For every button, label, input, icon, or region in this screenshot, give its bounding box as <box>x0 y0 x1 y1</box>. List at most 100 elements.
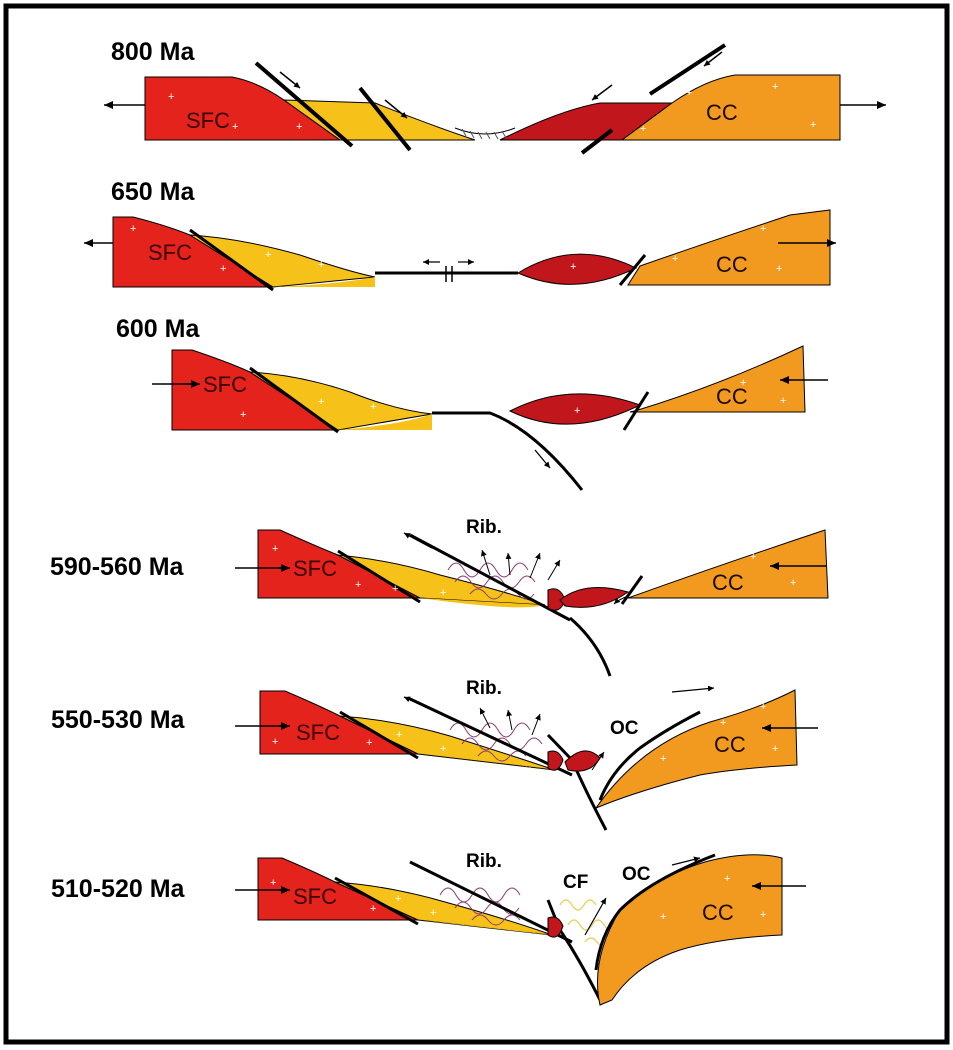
svg-text:+: + <box>440 743 446 755</box>
thrust-fault <box>409 533 571 622</box>
svg-text:+: + <box>220 263 226 275</box>
panel-590-560ma: 590-560 Ma Rib. SFC CC +++++++ <box>50 517 829 677</box>
svg-text:+: + <box>130 223 136 235</box>
rib-label: Rib. <box>466 678 502 699</box>
svg-text:+: + <box>318 396 324 408</box>
svg-text:+: + <box>370 903 376 915</box>
subducting-slab <box>569 616 612 677</box>
oceanic-lens <box>559 587 630 608</box>
svg-text:+: + <box>168 91 174 103</box>
normal-fault <box>358 86 412 152</box>
svg-text:+: + <box>660 393 666 405</box>
margin-fault <box>339 710 419 760</box>
svg-text:+: + <box>232 121 238 133</box>
svg-text:+: + <box>672 253 678 265</box>
ocean-crust-wedge <box>499 102 674 141</box>
svg-text:+: + <box>660 911 666 923</box>
thrust-fault <box>407 696 573 777</box>
age-label: 650 Ma <box>111 178 195 206</box>
cc-block <box>620 74 841 141</box>
svg-text:+: + <box>780 395 786 407</box>
oceanic-lens <box>564 750 601 772</box>
sediment-wedge-tail <box>420 598 545 608</box>
folded-metasediments <box>447 562 536 600</box>
svg-text:+: + <box>440 587 446 599</box>
svg-text:+: + <box>740 377 746 389</box>
margin-fault <box>337 549 421 604</box>
margin-fault <box>249 366 339 434</box>
svg-text:+: + <box>750 551 756 563</box>
folded-metasediments <box>439 887 521 926</box>
cc-label: CC <box>714 732 746 757</box>
svg-text:+: + <box>265 249 271 261</box>
slip-arrow <box>279 71 301 89</box>
cc-label: CC <box>716 384 748 409</box>
panel-510-520ma: 510-520 Ma Rib. CF OC SFC CC +++++++ <box>51 851 806 1006</box>
rift-hatch <box>454 127 516 140</box>
svg-text:+: + <box>772 81 778 93</box>
cf-label: CF <box>563 872 588 893</box>
normal-fault <box>648 43 727 96</box>
svg-text:+: + <box>776 263 782 275</box>
svg-text:+: + <box>640 123 646 135</box>
margin-fault <box>620 575 644 605</box>
sfc-label: SFC <box>296 720 340 745</box>
ophiolite-fragment <box>547 750 564 771</box>
cc-block <box>594 689 798 810</box>
margin-fault <box>618 254 647 286</box>
slip-arrow <box>671 856 701 866</box>
panel-550-530ma: 550-530 Ma Rib. OC SFC CC + + + <box>51 678 818 831</box>
sediment-wedge-tail <box>418 920 552 935</box>
svg-text:+: + <box>366 737 372 749</box>
slip-arrow <box>703 51 723 67</box>
margin-fault <box>189 228 274 292</box>
svg-text:+: + <box>272 736 278 748</box>
figure-frame <box>3 3 950 1045</box>
svg-text:+: + <box>720 717 726 729</box>
svg-text:+: + <box>574 405 580 417</box>
age-label: 510-520 Ma <box>51 875 186 903</box>
svg-text:+: + <box>660 753 666 765</box>
svg-text:+: + <box>760 701 766 713</box>
fluid-arrow <box>584 897 607 936</box>
panel-600ma: 600 Ma SFC CC +++++++ <box>116 315 828 491</box>
oc-label: OC <box>610 718 639 739</box>
svg-text:+: + <box>392 583 398 595</box>
suture-thrust <box>594 853 716 971</box>
svg-text:+: + <box>760 909 766 921</box>
sfc-label: SFC <box>293 556 337 581</box>
thrust-fault <box>409 860 573 944</box>
svg-text:+: + <box>355 579 361 591</box>
sediment-wedge-tail <box>273 277 375 287</box>
svg-text:+: + <box>272 543 278 555</box>
sfc-label: SFC <box>203 372 247 397</box>
age-label: 800 Ma <box>111 38 195 66</box>
ophiolite-fragment <box>547 916 564 938</box>
svg-text:+: + <box>664 575 670 587</box>
rib-label: Rib. <box>466 851 502 872</box>
svg-text:+: + <box>318 259 324 271</box>
subducting-slab <box>432 411 584 491</box>
svg-text:+: + <box>430 907 436 919</box>
cc-block <box>627 209 831 286</box>
age-label: 590-560 Ma <box>50 553 185 581</box>
svg-text:+: + <box>270 877 276 889</box>
slip-arrow <box>613 595 629 605</box>
age-label: 550-530 Ma <box>51 706 186 734</box>
svg-text:+: + <box>395 893 401 905</box>
cc-label: CC <box>702 900 734 925</box>
cc-label: CC <box>712 570 744 595</box>
slip-arrow <box>534 449 551 469</box>
sfc-label: SFC <box>148 240 192 265</box>
cc-block <box>627 529 829 599</box>
svg-text:+: + <box>296 121 302 133</box>
svg-text:+: + <box>772 743 778 755</box>
suture-thrust <box>598 710 701 801</box>
fluid-arrows <box>479 707 605 771</box>
normal-fault <box>580 128 614 155</box>
cc-label: CC <box>716 252 748 277</box>
slip-arrow <box>591 84 613 101</box>
sediment-wedge-tail <box>338 414 432 430</box>
svg-text:+: + <box>724 873 730 885</box>
